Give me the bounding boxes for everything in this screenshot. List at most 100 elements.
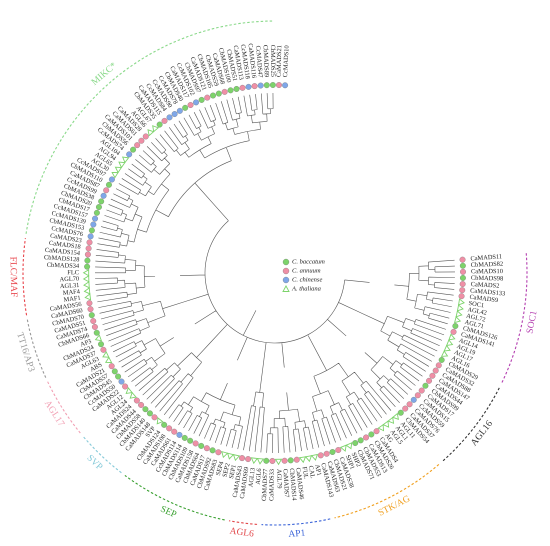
clade-arc: [261, 518, 331, 526]
leaf-label: CaMADS18: [49, 240, 82, 251]
species-marker: [426, 377, 432, 384]
leaf-label: CaMADS9: [469, 294, 498, 304]
arabidopsis-marker: [453, 316, 462, 324]
species-marker: [335, 447, 342, 453]
species-marker: [187, 102, 194, 108]
species-marker: [251, 83, 258, 90]
species-marker: [293, 456, 300, 463]
species-marker: [198, 442, 205, 449]
species-marker: [204, 94, 211, 101]
arabidopsis-marker: [121, 156, 130, 164]
leaf-label: AG: [383, 432, 394, 444]
species-marker: [329, 449, 336, 455]
leaf-label: CcMADS47: [254, 45, 263, 78]
clade-label: SEP: [159, 505, 178, 521]
legend-circle-icon: [282, 276, 290, 284]
species-marker: [118, 378, 125, 385]
species-marker: [156, 121, 163, 128]
leaf-label: CaMADS10: [471, 268, 503, 275]
leaf-label: AGL79: [275, 469, 282, 489]
species-marker: [108, 176, 115, 183]
species-marker: [257, 82, 264, 89]
species-marker: [460, 268, 466, 275]
species-marker: [95, 204, 102, 211]
leaf-label: CcMADS10: [282, 45, 291, 77]
arabidopsis-marker: [221, 450, 229, 459]
legend-label: C. annuum: [292, 267, 321, 274]
species-marker: [187, 437, 194, 444]
species-marker: [87, 233, 94, 240]
clade-arc: [82, 436, 122, 474]
clade-label: TT16/AP3: [14, 331, 36, 373]
legend-circle-icon: [282, 258, 290, 266]
species-marker: [276, 82, 282, 88]
arabidopsis-marker: [345, 442, 353, 450]
leaf-label: AGL13: [248, 467, 257, 487]
arabidopsis-marker: [458, 298, 465, 306]
species-marker: [142, 133, 149, 140]
arabidopsis-marker: [232, 454, 241, 462]
species-marker: [373, 428, 380, 435]
arabidopsis-marker: [83, 281, 90, 289]
clade-arc: [22, 238, 28, 316]
legend-triangle-icon: [282, 285, 290, 292]
species-marker: [402, 405, 409, 412]
leaf-label: FUL: [301, 466, 310, 479]
leaf-label: CbMADS14: [288, 468, 298, 502]
leaf-labels: CaMADS11CbMADS82CaMADS10CbMADS98CaMADS2C…: [44, 43, 506, 502]
species-marker: [151, 414, 158, 421]
arabidopsis-marker: [456, 304, 464, 312]
leaf-label: CaMADS2: [470, 281, 499, 290]
clade-arc: [228, 520, 258, 525]
species-marker: [282, 82, 289, 89]
clade-arc: [26, 319, 47, 378]
clade-label: SVP: [85, 453, 105, 472]
species-marker: [130, 146, 137, 153]
arabidopsis-marker: [256, 457, 265, 465]
species-marker: [414, 392, 421, 399]
leaf-label: AGL31: [60, 282, 80, 290]
arabidopsis-marker: [310, 453, 319, 461]
leaf-label: AGL72: [465, 313, 486, 324]
clade-arcs: [22, 20, 528, 526]
leaf-label: AP1: [313, 464, 322, 477]
species-marker: [133, 397, 140, 404]
species-marker: [126, 151, 133, 158]
species-marker: [111, 368, 118, 375]
arabidopsis-marker: [156, 417, 164, 425]
species-marker: [85, 245, 92, 252]
species-marker: [134, 142, 141, 149]
arabidopsis-marker: [82, 269, 90, 277]
species-marker: [397, 409, 404, 416]
species-marker: [459, 281, 466, 288]
species-marker: [193, 99, 200, 106]
leaf-label: CaMADS46: [294, 467, 305, 500]
species-marker: [161, 117, 168, 124]
clade-arc: [441, 387, 500, 462]
species-marker: [84, 257, 91, 264]
species-marker: [317, 452, 324, 459]
species-marker: [142, 406, 149, 413]
species-marker: [88, 312, 95, 319]
species-marker: [269, 82, 276, 88]
species-marker: [459, 262, 466, 269]
species-marker: [227, 87, 234, 94]
species-marker: [429, 372, 436, 379]
species-marker: [100, 346, 107, 353]
leaf-label: CbMADS34: [47, 262, 80, 270]
arabidopsis-marker: [445, 339, 454, 346]
arabidopsis-marker: [227, 452, 235, 460]
leaf-label: FLC: [67, 269, 79, 276]
species-marker: [418, 387, 425, 394]
species-marker: [171, 428, 178, 435]
leaf-label: SOC1: [468, 300, 485, 309]
leaf-label: CbMADS89: [262, 45, 270, 78]
species-marker: [221, 88, 228, 95]
arabidopsis-marker: [147, 129, 155, 137]
species-marker: [166, 425, 173, 432]
arabidopsis-marker: [382, 420, 390, 428]
species-marker: [90, 221, 97, 228]
species-marker: [176, 107, 183, 114]
